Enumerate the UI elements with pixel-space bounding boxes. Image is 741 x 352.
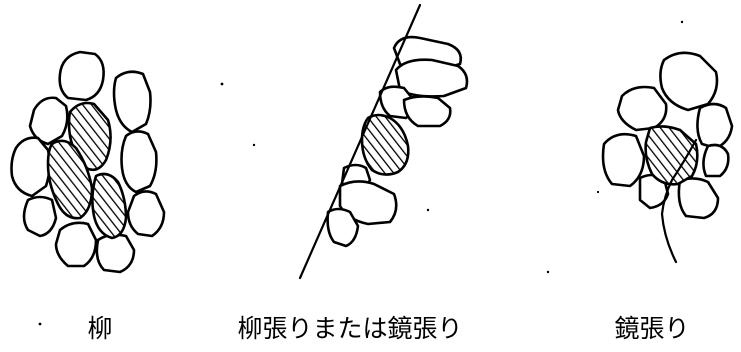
- stone: [28, 96, 69, 146]
- stone: [95, 233, 136, 274]
- caption-kagami: 鏡張り: [614, 314, 689, 343]
- stone: [638, 173, 670, 210]
- stone: [616, 85, 668, 132]
- hatched-stone: [46, 139, 94, 220]
- stone: [54, 221, 98, 268]
- stone: [326, 207, 360, 248]
- print-specks: [38, 20, 684, 326]
- kagami-stone-cluster: [601, 51, 734, 264]
- stone: [58, 50, 105, 102]
- wall-slope-line: [298, 3, 422, 280]
- stone: [22, 195, 58, 238]
- hatched-stone: [644, 125, 699, 186]
- stone: [696, 102, 734, 150]
- yanagi-or-kagami-stone-cluster: [298, 3, 469, 280]
- hatched-stone: [91, 172, 128, 240]
- caption-yanagi: 柳: [87, 314, 112, 343]
- stone: [126, 190, 166, 238]
- stone: [402, 95, 452, 128]
- hatched-stone: [360, 113, 410, 176]
- stone: [120, 130, 158, 194]
- stone: [677, 177, 720, 220]
- stone: [659, 51, 719, 112]
- stone: [112, 70, 152, 134]
- joint-line: [660, 138, 698, 264]
- stone: [702, 143, 730, 178]
- stone: [394, 58, 469, 98]
- caption-yanagi-or-kagami: 柳張りまたは鏡張り: [237, 314, 462, 343]
- yanagi-stone-cluster: [10, 50, 166, 274]
- stone: [10, 136, 51, 198]
- stone: [601, 132, 646, 188]
